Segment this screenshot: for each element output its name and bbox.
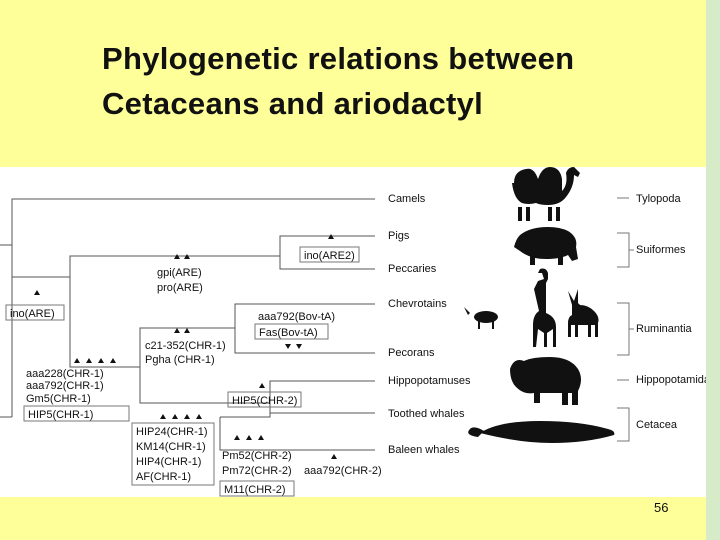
marker-pro: pro(ARE) (157, 282, 203, 294)
marker-arrow (259, 383, 265, 388)
marker-aaa792-chr2: aaa792(CHR-2) (304, 465, 382, 477)
antelope-icon (568, 289, 599, 337)
right-edge-stripe (706, 0, 720, 540)
group-hippopotamidae: Hippopotamidae (636, 374, 706, 386)
marker-ino-are: ino(ARE) (10, 308, 55, 320)
marker-c21: c21-352(CHR-1) (145, 340, 226, 352)
group-brackets (617, 197, 634, 442)
group-suiformes: Suiformes (636, 244, 686, 256)
camel-icon (512, 167, 580, 221)
tree-branches (0, 198, 375, 451)
marker-pgha: Pgha (CHR-1) (145, 354, 215, 366)
marker-arrow (234, 435, 264, 440)
taxon-toothed-whales: Toothed whales (388, 408, 465, 420)
marker-gm5: Gm5(CHR-1) (26, 393, 91, 405)
marker-pm72: Pm72(CHR-2) (222, 465, 292, 477)
phylogenetic-tree: Camels Pigs Peccaries Chevrotains Pecora… (0, 167, 706, 497)
taxon-pecorans: Pecorans (388, 347, 435, 359)
marker-hip24: HIP24(CHR-1) (136, 426, 208, 438)
taxon-chevrotains: Chevrotains (388, 298, 447, 310)
marker-box (131, 422, 215, 486)
marker-fas-bovta: Fas(Bov-tA) (259, 327, 318, 339)
marker-arrow (74, 358, 116, 363)
marker-aaa792-bovta: aaa792(Bov-tA) (258, 311, 335, 323)
marker-arrow (174, 254, 190, 259)
taxon-pigs: Pigs (388, 230, 410, 242)
marker-arrow (160, 414, 202, 419)
taxon-peccaries: Peccaries (388, 263, 437, 275)
phylogeny-figure: Camels Pigs Peccaries Chevrotains Pecora… (0, 167, 706, 497)
hippo-icon (510, 357, 581, 405)
marker-hip5-chr1: HIP5(CHR-1) (28, 409, 93, 421)
taxon-hippopotamuses: Hippopotamuses (388, 375, 471, 387)
marker-hip4: HIP4(CHR-1) (136, 456, 201, 468)
marker-box (219, 480, 295, 497)
marker-af: AF(CHR-1) (136, 471, 191, 483)
group-tylopoda: Tylopoda (636, 193, 682, 205)
group-ruminantia: Ruminantia (636, 323, 693, 335)
marker-arrow (34, 290, 40, 295)
marker-box (227, 391, 302, 408)
marker-m11: M11(CHR-2) (224, 484, 286, 496)
marker-arrow (174, 328, 190, 333)
marker-ino-are2: ino(ARE2) (304, 250, 355, 262)
page-number: 56 (654, 500, 669, 515)
marker-gpi: gpi(ARE) (157, 267, 202, 279)
baleen-whale-icon (468, 427, 484, 437)
group-cetacea: Cetacea (636, 419, 678, 431)
toothed-whale-icon (480, 421, 615, 443)
marker-km14: KM14(CHR-1) (136, 441, 206, 453)
marker-pm52: Pm52(CHR-2) (222, 450, 292, 462)
marker-arrow (328, 234, 334, 239)
marker-hip5-chr2: HIP5(CHR-2) (232, 395, 297, 407)
slide-title: Phylogenetic relations between Cetaceans… (102, 41, 575, 121)
giraffe-icon (533, 268, 556, 347)
marker-arrow (331, 454, 337, 459)
marker-box (299, 246, 360, 263)
taxon-camels: Camels (388, 193, 426, 205)
taxon-baleen-whales: Baleen whales (388, 444, 460, 456)
chevrotain-icon (464, 307, 498, 329)
boar-icon (514, 227, 578, 265)
marker-box (23, 405, 130, 422)
marker-arrow (285, 344, 302, 349)
marker-box (5, 304, 65, 321)
marker-box (254, 323, 329, 340)
marker-aaa792-chr1: aaa792(CHR-1) (26, 380, 104, 392)
marker-aaa228: aaa228(CHR-1) (26, 368, 104, 380)
